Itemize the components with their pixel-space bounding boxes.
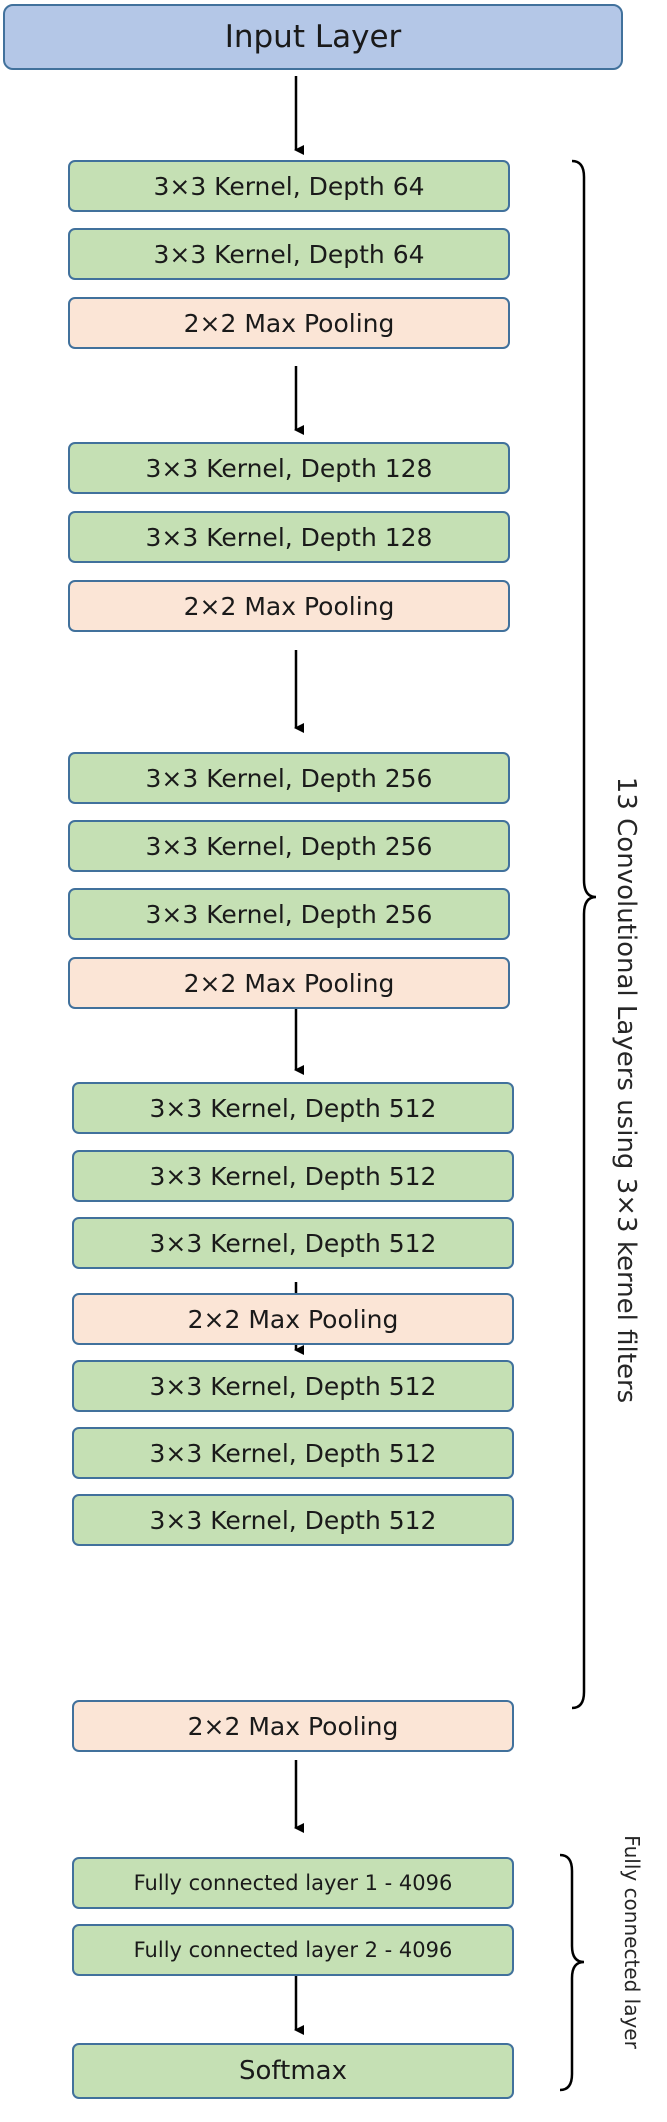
conv-layer-2: 3×3 Kernel, Depth 64 bbox=[68, 228, 510, 280]
conv-layer-13: 3×3 Kernel, Depth 512 bbox=[72, 1494, 514, 1546]
conv-layer-6: 3×3 Kernel, Depth 256 bbox=[68, 820, 510, 872]
max-pool-3: 2×2 Max Pooling bbox=[68, 957, 510, 1009]
conv-layer-12: 3×3 Kernel, Depth 512 bbox=[72, 1427, 514, 1479]
softmax-box: Softmax bbox=[72, 2043, 514, 2099]
conv-layer-10: 3×3 Kernel, Depth 512 bbox=[72, 1217, 514, 1269]
conv-layer-7: 3×3 Kernel, Depth 256 bbox=[68, 888, 510, 940]
conv-layer-1: 3×3 Kernel, Depth 64 bbox=[68, 160, 510, 212]
conv-layer-5: 3×3 Kernel, Depth 256 bbox=[68, 752, 510, 804]
max-pool-2: 2×2 Max Pooling bbox=[68, 580, 510, 632]
fully-connected-layer-1: Fully connected layer 1 - 4096 bbox=[72, 1857, 514, 1909]
conv-layer-3: 3×3 Kernel, Depth 128 bbox=[68, 442, 510, 494]
conv-layer-8: 3×3 Kernel, Depth 512 bbox=[72, 1082, 514, 1134]
max-pool-1: 2×2 Max Pooling bbox=[68, 297, 510, 349]
conv-group-brace bbox=[571, 159, 597, 1710]
conv-layer-11: 3×3 Kernel, Depth 512 bbox=[72, 1360, 514, 1412]
max-pool-4: 2×2 Max Pooling bbox=[72, 1293, 514, 1345]
fc-group-brace bbox=[559, 1853, 585, 2092]
fc-group-label: Fully connected layer bbox=[620, 1835, 644, 2049]
conv-layer-4: 3×3 Kernel, Depth 128 bbox=[68, 511, 510, 563]
conv-group-label: 13 Convolutional Layers using 3×3 kernel… bbox=[611, 776, 641, 1404]
fully-connected-layer-2: Fully connected layer 2 - 4096 bbox=[72, 1924, 514, 1976]
max-pool-5: 2×2 Max Pooling bbox=[72, 1700, 514, 1752]
conv-layer-9: 3×3 Kernel, Depth 512 bbox=[72, 1150, 514, 1202]
input-layer-box: Input Layer bbox=[3, 4, 623, 70]
